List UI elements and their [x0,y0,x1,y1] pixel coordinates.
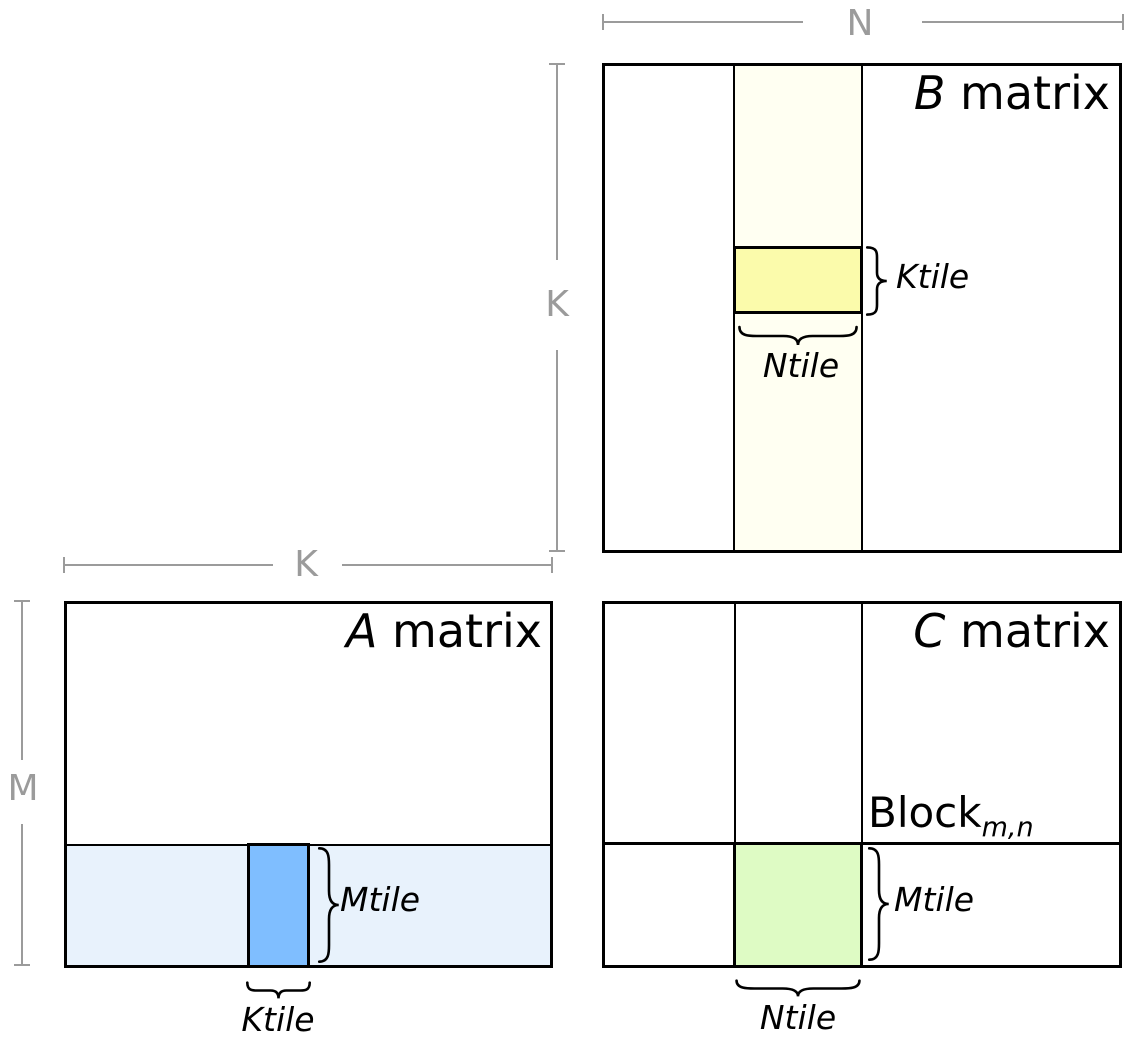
mtile-label-c: Mtile [894,880,975,919]
ntile-brace-c [734,978,862,999]
n-dim-right-segment [922,21,1124,23]
ktile-label-b: Ktile [896,257,970,296]
c-matrix-letter: C [913,604,946,658]
n-dimension-label: N [846,3,874,44]
k-dim-a-left-segment [63,564,273,566]
ktile-brace-b [864,246,890,316]
k-dim-b-bottom-tick [549,550,565,552]
ntile-brace-b [737,324,859,348]
c-grid-vline-left [734,604,736,843]
k-dimension-label-a: K [294,544,318,585]
mtile-label-a: Mtile [340,880,421,919]
block-label-subscript: m,n [981,812,1034,843]
c-grid-vline-right [861,604,863,843]
a-ktile-tile [247,843,310,968]
mtile-brace-a [316,846,342,964]
block-label-base: Block [868,788,982,837]
a-matrix-title: A matrix [192,606,542,657]
k-dimension-label-b: K [545,284,569,325]
k-dim-a-right-tick [551,557,553,573]
m-dimension-label: M [7,768,39,809]
k-dim-b-lower-segment [556,350,558,550]
block-label: Blockm,n [868,792,1034,843]
ntile-label-b: Ntile [762,346,840,385]
c-block-tile [733,842,863,968]
m-dim-lower-segment [21,824,23,966]
mtile-brace-c [866,846,892,962]
k-dim-a-right-segment [342,564,552,566]
n-dim-right-tick [1122,14,1124,30]
c-matrix-word: matrix [945,604,1110,658]
a-matrix-word: matrix [377,604,542,658]
m-dim-upper-segment [21,602,23,760]
c-matrix-title: C matrix [760,606,1110,657]
b-ktile-tile [733,246,863,314]
b-matrix-word: matrix [945,66,1110,120]
b-matrix-letter: B [913,66,946,120]
ktile-label-a: Ktile [241,1000,315,1039]
n-dim-left-segment [602,21,803,23]
b-matrix-title: B matrix [760,68,1110,119]
k-dim-b-top-tick [549,63,565,65]
ntile-label-c: Ntile [759,998,837,1037]
m-dim-bottom-tick [14,964,30,966]
a-matrix-letter: A [345,604,378,658]
m-dim-top-tick [14,600,30,602]
k-dim-b-upper-segment [556,65,558,260]
ktile-brace-a [246,980,311,1001]
